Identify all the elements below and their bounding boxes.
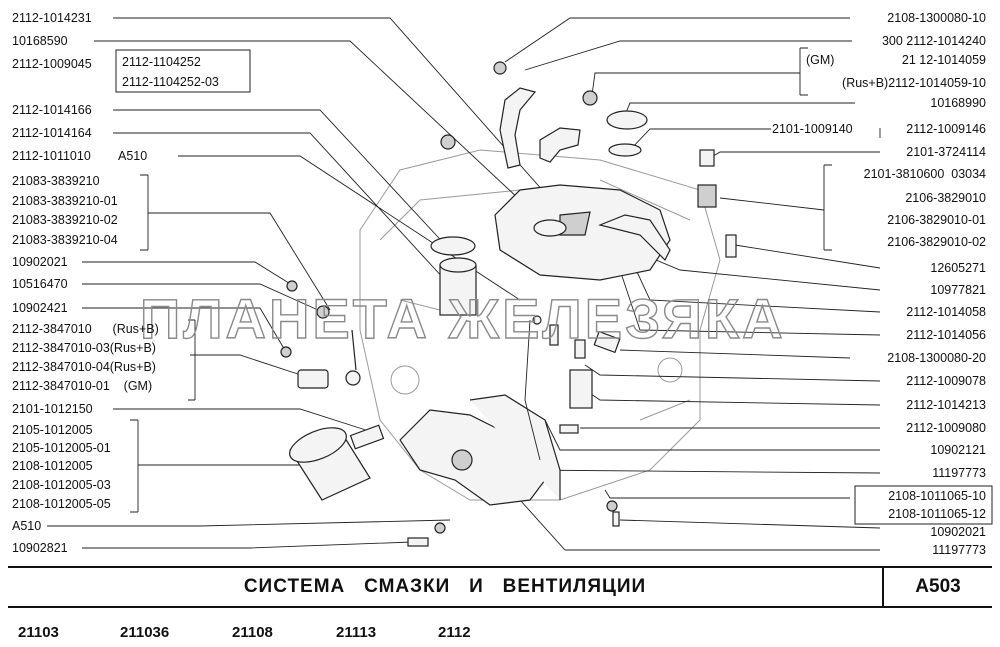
- part-label: 2112-1009078: [906, 374, 986, 388]
- title-bar: СИСТЕМА СМАЗКИ И ВЕНТИЛЯЦИИ A503: [8, 566, 992, 608]
- part-label: (GM): [806, 53, 834, 67]
- part-label: 2112-3847010-03(Rus+B): [12, 341, 156, 355]
- part-label: 2112-1014213: [906, 398, 986, 412]
- part-label: 10516470: [12, 277, 68, 291]
- part-label: 2108-1300080-10: [887, 11, 986, 25]
- part-label: 10977821: [930, 283, 986, 297]
- part-label: 10902821: [12, 541, 68, 555]
- model-code: 21113: [336, 624, 377, 641]
- part-label: 21 12-1014059: [902, 53, 986, 67]
- part-label: 10902421: [12, 301, 68, 315]
- part-label: 2112-3847010-04(Rus+B): [12, 360, 156, 374]
- model-code: 21108: [232, 624, 273, 641]
- part-label: 10902021: [930, 525, 986, 539]
- part-label: A510: [118, 149, 147, 163]
- part-label: 10902121: [930, 443, 986, 457]
- part-label: 2112-1014166: [12, 103, 92, 117]
- oil-system-diagram: ПЛАНЕТА ЖЕЛЕЗЯКА 2112-1014231 10168590 2…: [12, 11, 993, 557]
- knock-sensor: [280, 280, 361, 389]
- part-label: 2108-1012005: [12, 459, 93, 473]
- part-label: (Rus+B)2112-1014059-10: [842, 76, 986, 90]
- part-label: 2112-1009045: [12, 57, 92, 71]
- part-label: 2106-3829010: [905, 191, 986, 205]
- dipstick-tube: [407, 315, 621, 547]
- part-label: 10168590: [12, 34, 68, 48]
- oil-filler-cap: [440, 61, 648, 157]
- part-label: 2112-1009080: [906, 421, 986, 435]
- part-label: 2112-1009146: [906, 122, 986, 136]
- watermark-text: ПЛАНЕТА ЖЕЛЕЗЯКА: [140, 287, 786, 350]
- oil-pump: [399, 394, 561, 506]
- page-code: A503: [915, 576, 961, 597]
- right-part-labels: 2108-1300080-10 300 2112-1014240 (GM) 21…: [772, 11, 986, 557]
- part-label: 2101-1009140: [772, 122, 853, 136]
- oil-filter: [289, 424, 385, 501]
- filler-neck: [430, 236, 477, 316]
- part-label: 21083-3839210-04: [12, 233, 118, 247]
- part-label: 2112-1014231: [12, 11, 92, 25]
- part-label: 2112-1014164: [12, 126, 92, 140]
- part-label: 2106-3829010-02: [887, 235, 986, 249]
- part-label: A510: [12, 519, 41, 533]
- valve-cover: [494, 184, 671, 281]
- part-label: 21083-3839210: [12, 174, 100, 188]
- part-label: 21083-3839210-01: [12, 194, 118, 208]
- part-label: 21083-3839210-02: [12, 213, 118, 227]
- page-title: СИСТЕМА СМАЗКИ И ВЕНТИЛЯЦИИ: [243, 576, 647, 597]
- part-label: 300 2112-1014240: [882, 34, 986, 48]
- part-label: 2112-1014056: [906, 328, 986, 342]
- model-code: 2112: [438, 624, 471, 641]
- part-label: 2112-1014058: [906, 305, 986, 319]
- part-label: 2101-1012150: [12, 402, 93, 416]
- left-part-labels: 2112-1014231 10168590 2112-1009045 2112-…: [12, 11, 219, 555]
- part-label: 2108-1012005-03: [12, 478, 111, 492]
- engine-block-outline: [359, 149, 721, 501]
- part-label: 2112-1104252: [122, 55, 201, 69]
- part-label: 2105-1012005: [12, 423, 93, 437]
- part-label: 11197773: [932, 543, 986, 557]
- part-label: 2101-3810600 03034: [864, 167, 986, 181]
- part-label: 2108-1300080-20: [887, 351, 986, 365]
- breather-hoses: [499, 87, 671, 262]
- part-label: 2105-1012005-01: [12, 441, 111, 455]
- part-label: 2112-1104252-03: [122, 75, 219, 89]
- part-label: 10902021: [12, 255, 68, 269]
- part-label: 2101-3724114: [906, 145, 986, 159]
- oil-pressure-sensors: [697, 149, 737, 258]
- model-code: 21103: [18, 624, 59, 641]
- part-label: 2108-1012005-05: [12, 497, 111, 511]
- title-divider: [882, 568, 884, 606]
- part-label: 2108-1011065-12: [888, 507, 986, 521]
- part-label: 11197773: [932, 466, 986, 480]
- part-label: 2108-1011065-10: [888, 489, 986, 503]
- part-label: 2112-1011010: [12, 149, 91, 163]
- part-label: 2112-3847010-01 (GM): [12, 379, 152, 393]
- model-code: 211036: [120, 624, 170, 641]
- group-brackets: [115, 47, 993, 525]
- part-label: 12605271: [930, 261, 986, 275]
- part-label: 10168990: [930, 96, 986, 110]
- part-label: 2112-3847010 (Rus+B): [12, 322, 159, 336]
- part-label: 2106-3829010-01: [887, 213, 986, 227]
